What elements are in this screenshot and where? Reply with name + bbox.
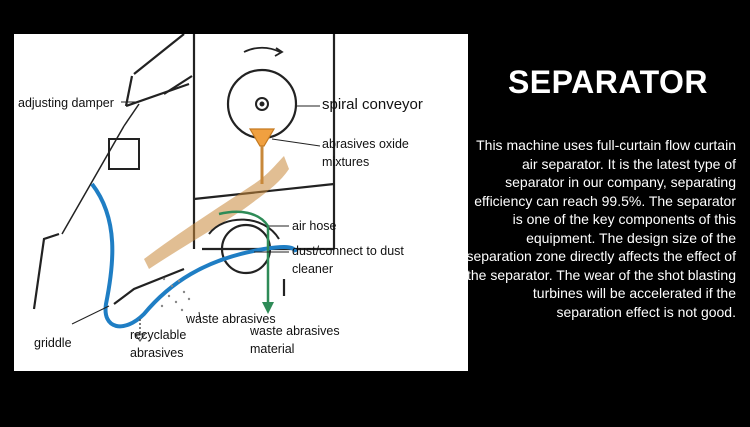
label-air-hose: air hose [292,219,337,233]
label-spiral-conveyor: spiral conveyor [322,96,423,113]
label-material: material [250,342,295,356]
separator-schematic [32,34,336,343]
page-title: SEPARATOR [507,64,709,100]
label-adjusting-damper: adjusting damper [18,96,114,110]
label-waste-abrasives: waste abrasives [186,312,276,326]
description-text: This machine uses full-curtain flow curt… [466,137,736,320]
label-dust-cleaner: cleaner [292,262,333,276]
waste-particles [160,277,191,312]
damper-rod [61,125,125,235]
spiral-conveyor-drum [226,46,298,140]
separator-diagram: adjusting damper spiral conveyor abrasiv… [14,34,468,371]
dust-flow-arrow [218,210,270,304]
label-abrasives: abrasives [130,346,184,360]
leader-lines [71,101,321,325]
frame-leg [32,232,60,310]
abrasive-curtain [144,156,289,269]
label-waste-abrasives-material: waste abrasives [250,324,340,338]
label-recyclable: recyclable [130,328,187,342]
label-griddle: griddle [34,336,72,350]
label-mixtures: mixtures [322,155,370,169]
label-abrasives-oxide: abrasives oxide [322,137,409,151]
label-dust-connect: dust/connect to dust [292,244,404,258]
air-hose-line [90,182,298,329]
feed-funnel [248,128,276,147]
